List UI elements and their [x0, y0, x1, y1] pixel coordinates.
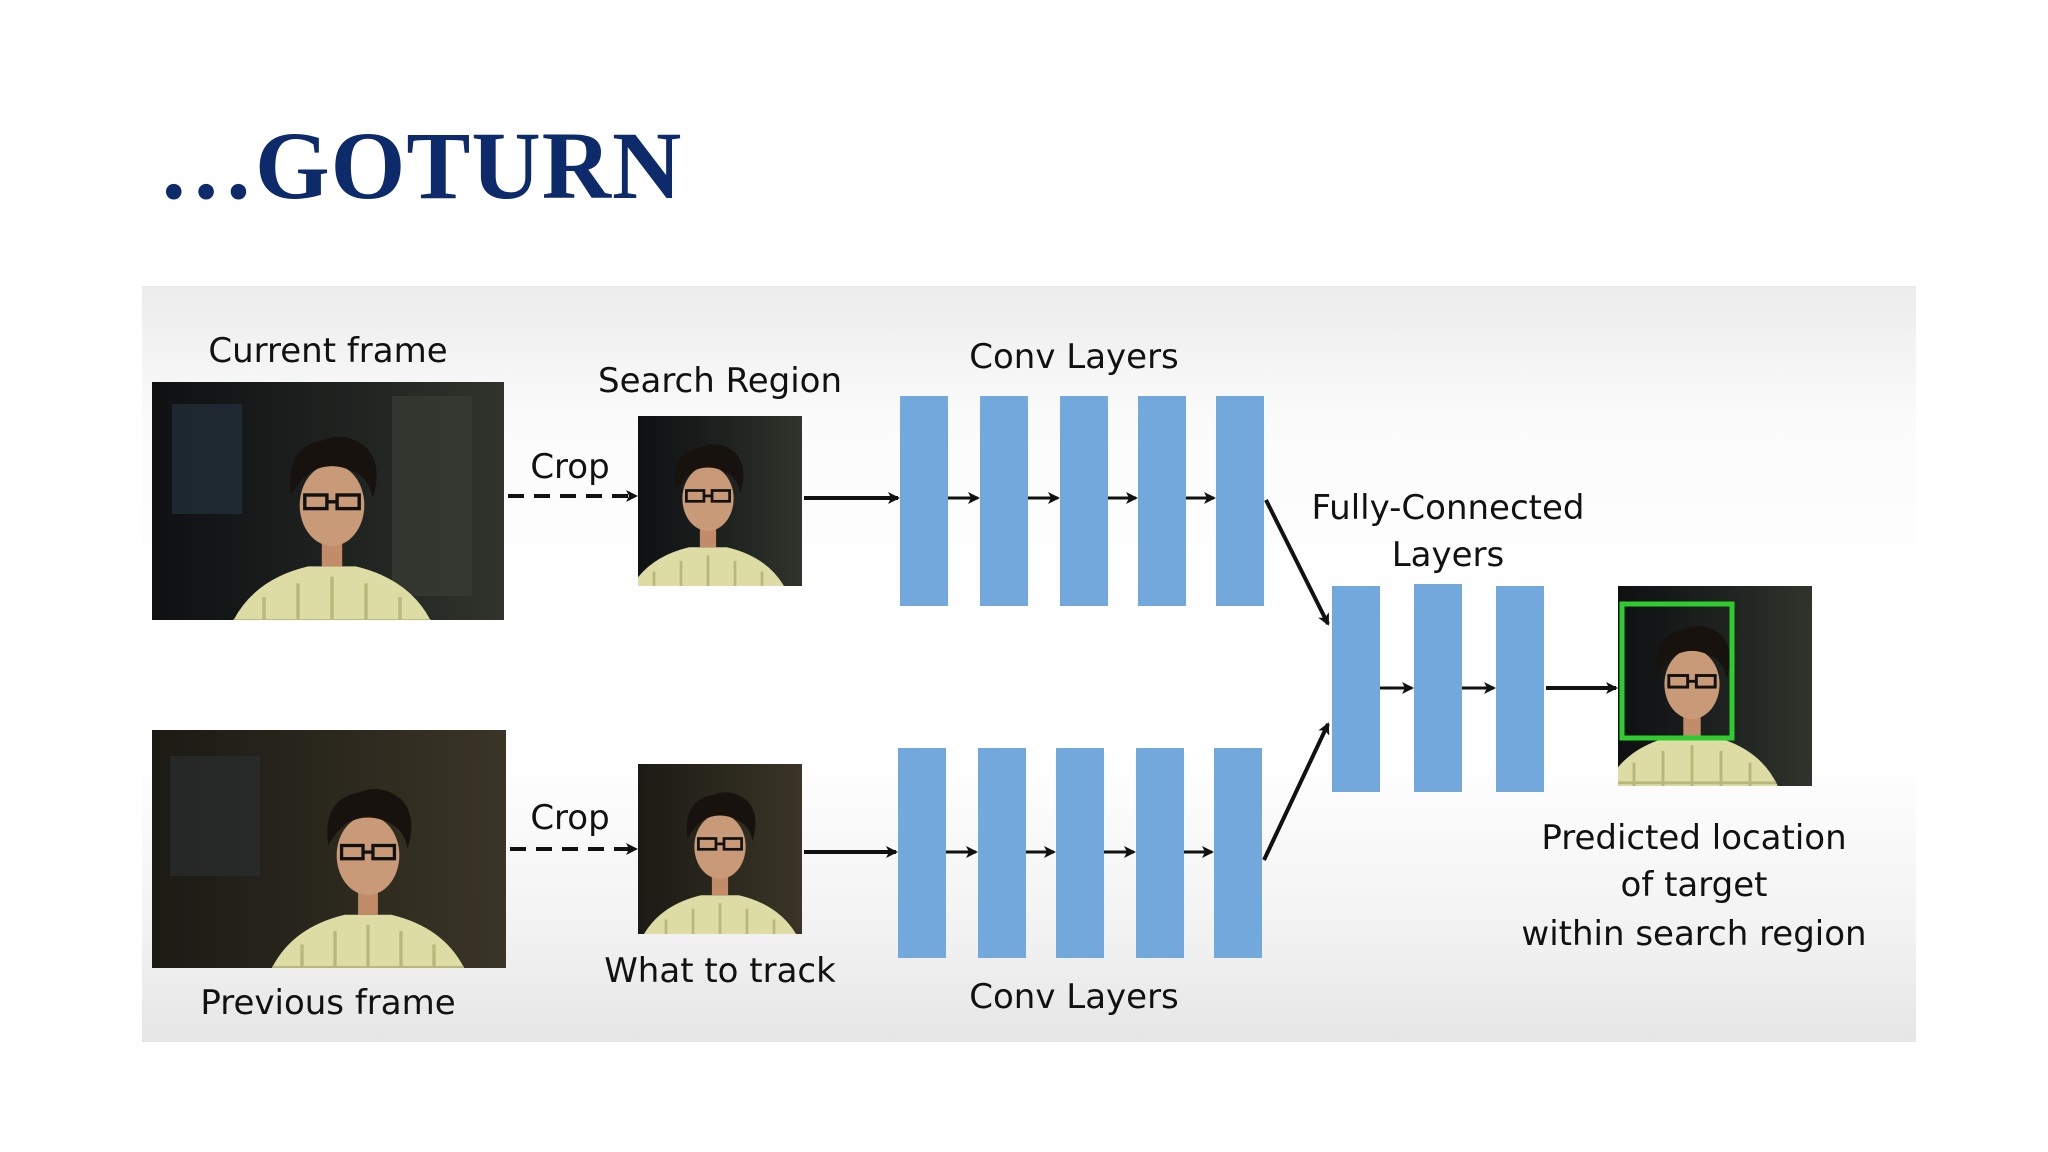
predicted-line1: Predicted location: [1541, 818, 1846, 858]
fully-connected-layers: [1332, 584, 1544, 792]
conv-bottom-layer-1: [898, 748, 946, 958]
conv-layers-top: [900, 396, 1264, 606]
diagram-canvas: Current frame Previous frame Crop Crop S…: [152, 331, 1867, 1023]
conv-top-layer-2: [980, 396, 1028, 606]
what-to-track-label: What to track: [604, 951, 836, 991]
crop-bottom-label: Crop: [530, 798, 609, 838]
fc-label-line2: Layers: [1392, 535, 1505, 575]
predicted-bounding-box: [1619, 601, 1735, 741]
predicted-output-image: [1618, 586, 1812, 786]
previous-frame-image: [152, 730, 506, 968]
previous-frame-label: Previous frame: [200, 983, 455, 1023]
what-to-track-image: [638, 764, 802, 934]
search-region-image: [638, 416, 802, 586]
predicted-line2: of target: [1621, 865, 1768, 905]
conv-bottom-layer-3: [1056, 748, 1104, 958]
current-frame-image: [152, 382, 504, 620]
conv-layers-bottom-label: Conv Layers: [969, 977, 1179, 1017]
conv-top-layer-3: [1060, 396, 1108, 606]
search-region-label: Search Region: [598, 361, 842, 401]
conv-top-layer-1: [900, 396, 948, 606]
fc-layer-1: [1332, 586, 1380, 792]
conv-layers-top-label: Conv Layers: [969, 337, 1179, 377]
conv-top-layer-4: [1138, 396, 1186, 606]
conv-bottom-layer-2: [978, 748, 1026, 958]
fc-layer-2: [1414, 584, 1462, 792]
fc-label-line1: Fully-Connected: [1311, 488, 1584, 528]
conv-layers-bottom: [898, 748, 1262, 958]
goturn-architecture-diagram: Current frame Previous frame Crop Crop S…: [142, 286, 1916, 1042]
current-frame-label: Current frame: [208, 331, 447, 371]
crop-top-label: Crop: [530, 447, 609, 487]
conv-bottom-layer-4: [1136, 748, 1184, 958]
predicted-line3: within search region: [1521, 914, 1866, 954]
slide-title: …GOTURN: [158, 112, 683, 219]
conv-bottom-layer-5: [1214, 748, 1262, 958]
conv-bottom-to-fc-arrow: [1262, 722, 1330, 861]
conv-top-layer-5: [1216, 396, 1264, 606]
conv-top-to-fc-arrow: [1264, 499, 1330, 626]
fc-layer-3: [1496, 586, 1544, 792]
